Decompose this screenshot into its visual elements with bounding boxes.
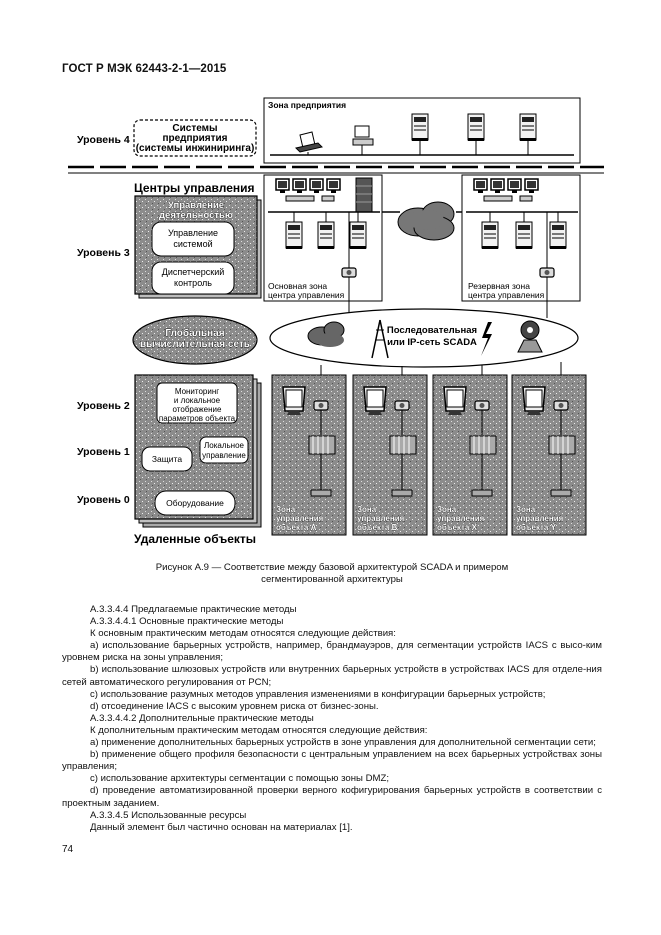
primary-zone-line1: Основная зона	[268, 281, 327, 291]
backup-zone-line2: центра управления	[468, 290, 545, 300]
site-zone-a: Зона управления объекта A	[271, 365, 347, 536]
equipment-label: Оборудование	[166, 498, 224, 508]
server-icon	[285, 221, 303, 250]
paragraph: b) применение общего профиля безопасност…	[62, 749, 602, 773]
dispatch-control-line1: Диспетчерский	[162, 267, 225, 277]
remote-sites-title: Удаленные объекты	[134, 532, 256, 546]
scada-network-line2: или IP-сеть SCADA	[387, 337, 477, 348]
protection-box	[141, 446, 193, 472]
monitoring-line3: отображение	[173, 405, 222, 414]
paragraph: c) использование архитектуры сегментации…	[90, 773, 390, 785]
monitoring-line2: и локальное	[174, 396, 221, 405]
lightning-icon	[481, 322, 492, 356]
enterprise-server-icon	[411, 113, 429, 142]
site-zone-x: Зона управления объекта X	[432, 365, 508, 536]
body-text: А.3.3.4.4 Предлагаемые практические мето…	[62, 604, 602, 834]
figure-caption-line1: Рисунок А.9 — Соответствие между базовой…	[155, 562, 509, 573]
enterprise-systems-line3: (системы инжиниринга)	[136, 143, 255, 154]
figure-caption-line2: сегментированной архитектуры	[261, 574, 403, 585]
level-2-label: Уровень 2	[77, 400, 130, 412]
page-number: 74	[62, 844, 74, 855]
scada-network-line1: Последовательная	[387, 325, 477, 336]
svg-text:объекта Y: объекта Y	[516, 523, 557, 532]
paragraph: К основным практическим методам относятс…	[90, 628, 396, 640]
paragraph: А.3.3.4.5 Использованные ресурсы	[90, 809, 247, 821]
svg-text:объекта X: объекта X	[437, 523, 478, 532]
enterprise-systems-line2: предприятия	[162, 133, 227, 144]
svg-text:объекта A: объекта A	[276, 523, 317, 532]
level-0-label: Уровень 0	[77, 494, 130, 506]
server-icon	[317, 221, 335, 250]
paragraph: А.3.3.4.4.2 Дополнительные практические …	[90, 712, 314, 724]
site-zone-b: Зона управления объекта B	[352, 366, 428, 536]
router-icon	[341, 267, 357, 278]
server-icon	[481, 221, 499, 250]
paragraph: А.3.3.4.4.1 Основные практические методы	[90, 616, 284, 628]
enterprise-systems-line1: Системы	[172, 123, 217, 134]
paragraph: А.3.3.4.4 Предлагаемые практические мето…	[90, 604, 297, 615]
svg-text:Зона: Зона	[276, 505, 296, 514]
level-4-label: Уровень 4	[77, 134, 130, 146]
svg-text:управления: управления	[437, 514, 485, 523]
global-network-line2: вычислительная сеть	[140, 339, 250, 350]
svg-text:управления: управления	[276, 514, 324, 523]
workstation-icon	[352, 125, 374, 146]
local-control-box	[199, 436, 249, 464]
laptop-icon	[295, 131, 323, 153]
scada-architecture-figure: Уровень 4 Уровень 3 Уровень 2 Уровень 1 …	[68, 97, 604, 546]
scada-network-ellipse	[269, 308, 579, 368]
paragraph: а) использование барьерных устройств, на…	[62, 640, 602, 664]
wan-cloud-icon	[397, 201, 455, 241]
monitoring-line1: Мониторинг	[175, 387, 219, 396]
svg-text:Зона: Зона	[516, 505, 536, 514]
paragraph: d) отсоединение IACS с высоким уровнем р…	[90, 700, 379, 712]
site-zone-y: Зона управления объекта Y	[511, 362, 587, 536]
satellite-dish-icon	[517, 320, 543, 353]
svg-text:Зона: Зона	[437, 505, 457, 514]
system-management-line2: системой	[173, 239, 212, 249]
monitoring-line4: параметров объекта	[159, 414, 236, 423]
svg-text:Зона: Зона	[357, 505, 377, 514]
dispatch-control-line2: контроль	[174, 278, 212, 288]
svg-text:управления: управления	[357, 514, 405, 523]
paragraph: b) использование шлюзовых устройств или …	[62, 664, 602, 688]
local-control-line2: управление	[202, 451, 246, 460]
cloud-icon	[307, 321, 345, 347]
primary-zone-line2: центра управления	[268, 290, 345, 300]
server-icon	[549, 221, 567, 250]
paragraph: c) использование разумных методов управл…	[90, 688, 546, 700]
enterprise-server-icon	[519, 113, 537, 142]
control-centers-title: Центры управления	[134, 181, 255, 195]
global-network-line1: Глобальная	[165, 327, 224, 339]
protection-label: Защита	[152, 454, 182, 464]
monitoring-box	[156, 382, 238, 424]
level-3-label: Уровень 3	[77, 247, 130, 259]
firewall-icon	[355, 177, 373, 213]
paragraph: Данный элемент был частично основан на м…	[90, 821, 353, 833]
backup-zone-line1: Резервная зона	[468, 281, 530, 291]
server-icon	[349, 221, 367, 250]
enterprise-zone-label: Зона предприятия	[268, 100, 346, 110]
local-control-line1: Локальное	[204, 441, 245, 450]
system-management-line1: Управление	[168, 228, 218, 238]
svg-text:управления: управления	[516, 514, 564, 523]
operations-management-line2: деятельностью	[159, 210, 233, 221]
document-header: ГОСТ Р МЭК 62443-2-1—2015	[62, 63, 227, 75]
enterprise-server-icon	[467, 113, 485, 142]
antenna-tower-icon	[371, 319, 389, 359]
svg-text:объекта B: объекта B	[357, 523, 398, 532]
dispatch-control-box	[151, 261, 235, 295]
system-management-box	[151, 221, 235, 257]
equipment-box	[154, 490, 236, 516]
router-icon	[539, 267, 555, 278]
paragraph: d) проведение автоматизированной проверк…	[62, 785, 602, 809]
operations-management-line1: Управление	[168, 200, 224, 211]
enterprise-systems-box	[133, 119, 257, 157]
figure-caption: Рисунок А.9 — Соответствие между базовой…	[62, 562, 602, 586]
level-1-label: Уровень 1	[77, 446, 130, 458]
paragraph: К дополнительным практическим методам от…	[90, 724, 428, 736]
global-network-ellipse	[132, 315, 258, 365]
server-icon	[515, 221, 533, 250]
paragraph: а) применение дополнительных барьерных у…	[90, 737, 596, 749]
